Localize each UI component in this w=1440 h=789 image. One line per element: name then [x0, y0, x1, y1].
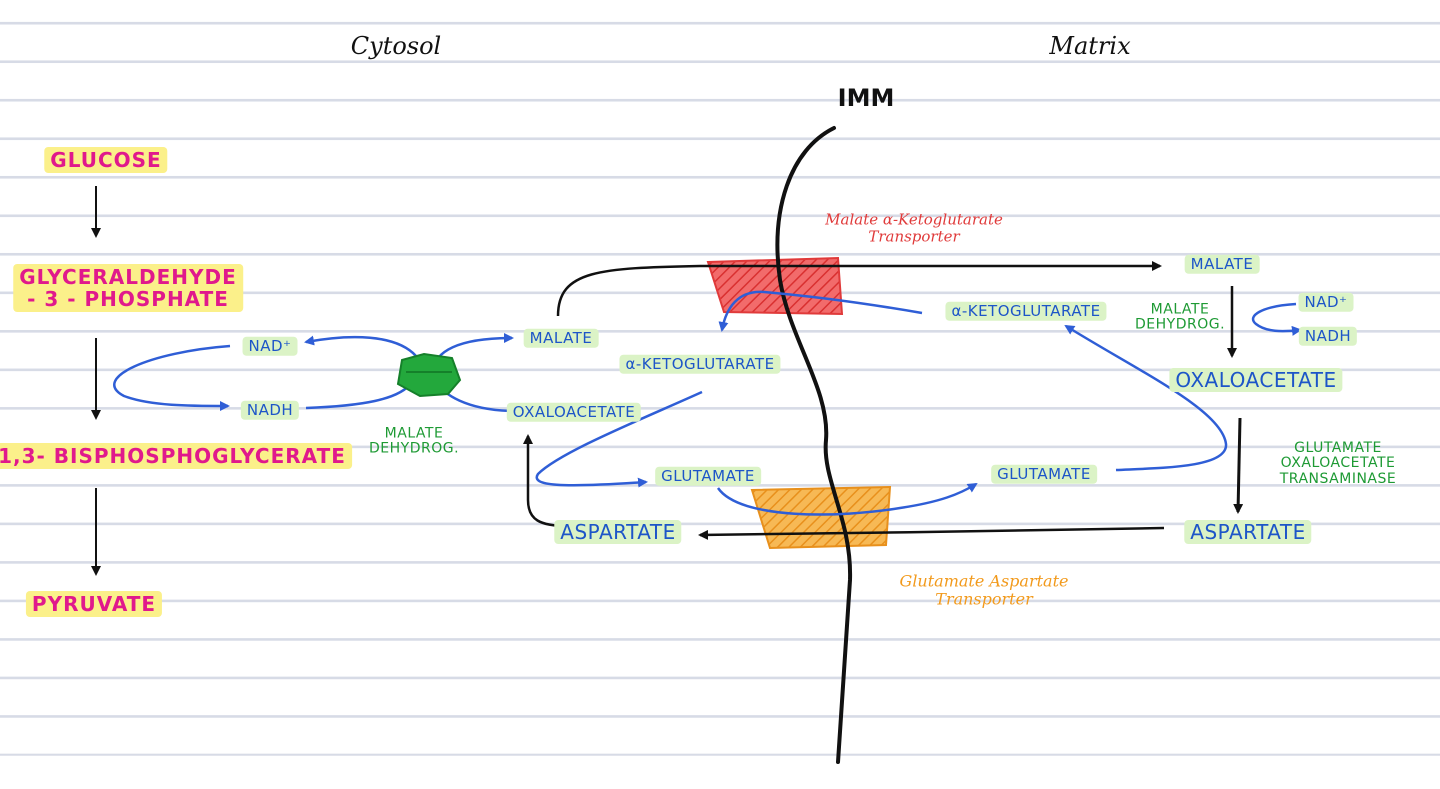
arrow-nad-to-nadh-matrix	[1251, 302, 1302, 336]
glucose-label: GLUCOSE	[44, 147, 168, 173]
imm-header: IMM	[837, 83, 895, 112]
mdh-matrix-line2: DEHYDROG.	[1134, 317, 1226, 333]
mdh-cytosol-line1: MALATE	[384, 425, 444, 442]
nad-matrix-label: NAD⁺	[1298, 292, 1354, 312]
ga-line2: Transporter	[935, 589, 1033, 608]
matrix-header: Matrix	[1049, 31, 1131, 60]
g3p-line2: - 3 - PHOSPHATE	[27, 287, 229, 311]
mdh-matrix-line1: MALATE	[1150, 301, 1210, 318]
arrow-aspartate-export	[698, 526, 1165, 540]
got-line3: TRANSAMINASE	[1279, 470, 1397, 487]
glutamate-matrix-label: GLUTAMATE	[991, 464, 1097, 484]
glutamate-cytosol-label: GLUTAMATE	[655, 466, 761, 486]
aspartate-cytosol-label: ASPARTATE	[554, 520, 682, 544]
malate-akg-transporter-label: Malate α-Ketoglutarate Transporter	[825, 210, 1003, 245]
cytosol-header: Cytosol	[350, 31, 442, 60]
akg-cytosol-label: α-KETOGLUTARATE	[619, 354, 781, 374]
glyceraldehyde-3-phosphate-label: GLYCERALDEHYDE - 3 - PHOSPHATE	[13, 264, 243, 312]
ga-line1: Glutamate Aspartate	[899, 571, 1069, 591]
malate-dehydrogenase-cytosol-label: MALATE DEHYDROG.	[368, 425, 460, 458]
malate-matrix-label: MALATE	[1184, 254, 1260, 274]
got-line2: OXALOACETATE	[1280, 455, 1396, 472]
malate-cytosol-label: MALATE	[523, 328, 599, 348]
malate-akg-transporter	[706, 256, 844, 316]
arrow-nad-to-nadh-cytosol	[113, 344, 231, 411]
arrow-malate-import	[556, 261, 1162, 317]
mdh-cytosol-line2: DEHYDROG.	[368, 441, 460, 457]
glutamate-aspartate-transporter-label: Glutamate Aspartate Transporter	[900, 572, 1069, 607]
arrow-glutamate-import	[716, 482, 978, 516]
arrow-enzyme-to-nad	[304, 335, 417, 357]
bisphosphoglycerate-label: 1,3- BISPHOSPHOGLYCERATE	[0, 443, 352, 469]
mak-line2: Transporter	[868, 227, 960, 245]
akg-matrix-label: α-KETOGLUTARATE	[945, 301, 1107, 321]
nadh-cytosol-label: NADH	[240, 400, 300, 420]
g3p-line1: GLYCERALDEHYDE	[19, 265, 237, 289]
oxaloacetate-matrix-label: OXALOACETATE	[1169, 368, 1343, 392]
glutamate-aspartate-transporter	[750, 485, 892, 550]
aspartate-matrix-label: ASPARTATE	[1184, 520, 1312, 544]
oxaloacetate-cytosol-label: OXALOACETATE	[506, 402, 642, 422]
got-line1: GLUTAMATE	[1294, 439, 1382, 456]
malate-dehydrogenase-cytosol	[396, 352, 462, 398]
nad-cytosol-label: NAD⁺	[242, 336, 298, 356]
arrow-nadh-to-enzyme	[305, 381, 414, 410]
nadh-matrix-label: NADH	[1298, 326, 1358, 346]
malate-dehydrogenase-matrix-label: MALATE DEHYDROG.	[1134, 301, 1226, 334]
arrow-akg-to-glutamate-cytosol	[535, 390, 703, 488]
arrow-oaa-to-aspartate-matrix	[1233, 417, 1244, 514]
pyruvate-label: PYRUVATE	[25, 591, 163, 617]
inner-mitochondrial-membrane	[775, 126, 853, 764]
arrow-akg-export	[718, 290, 923, 332]
arrow-glutamate-to-akg-matrix	[1064, 324, 1228, 472]
mak-line1: Malate α-Ketoglutarate	[825, 210, 1003, 229]
arrow-aspartate-to-oaa-cytosol	[523, 434, 569, 528]
glutamate-oxaloacetate-transaminase-label: GLUTAMATE OXALOACETATE TRANSAMINASE	[1279, 439, 1397, 487]
